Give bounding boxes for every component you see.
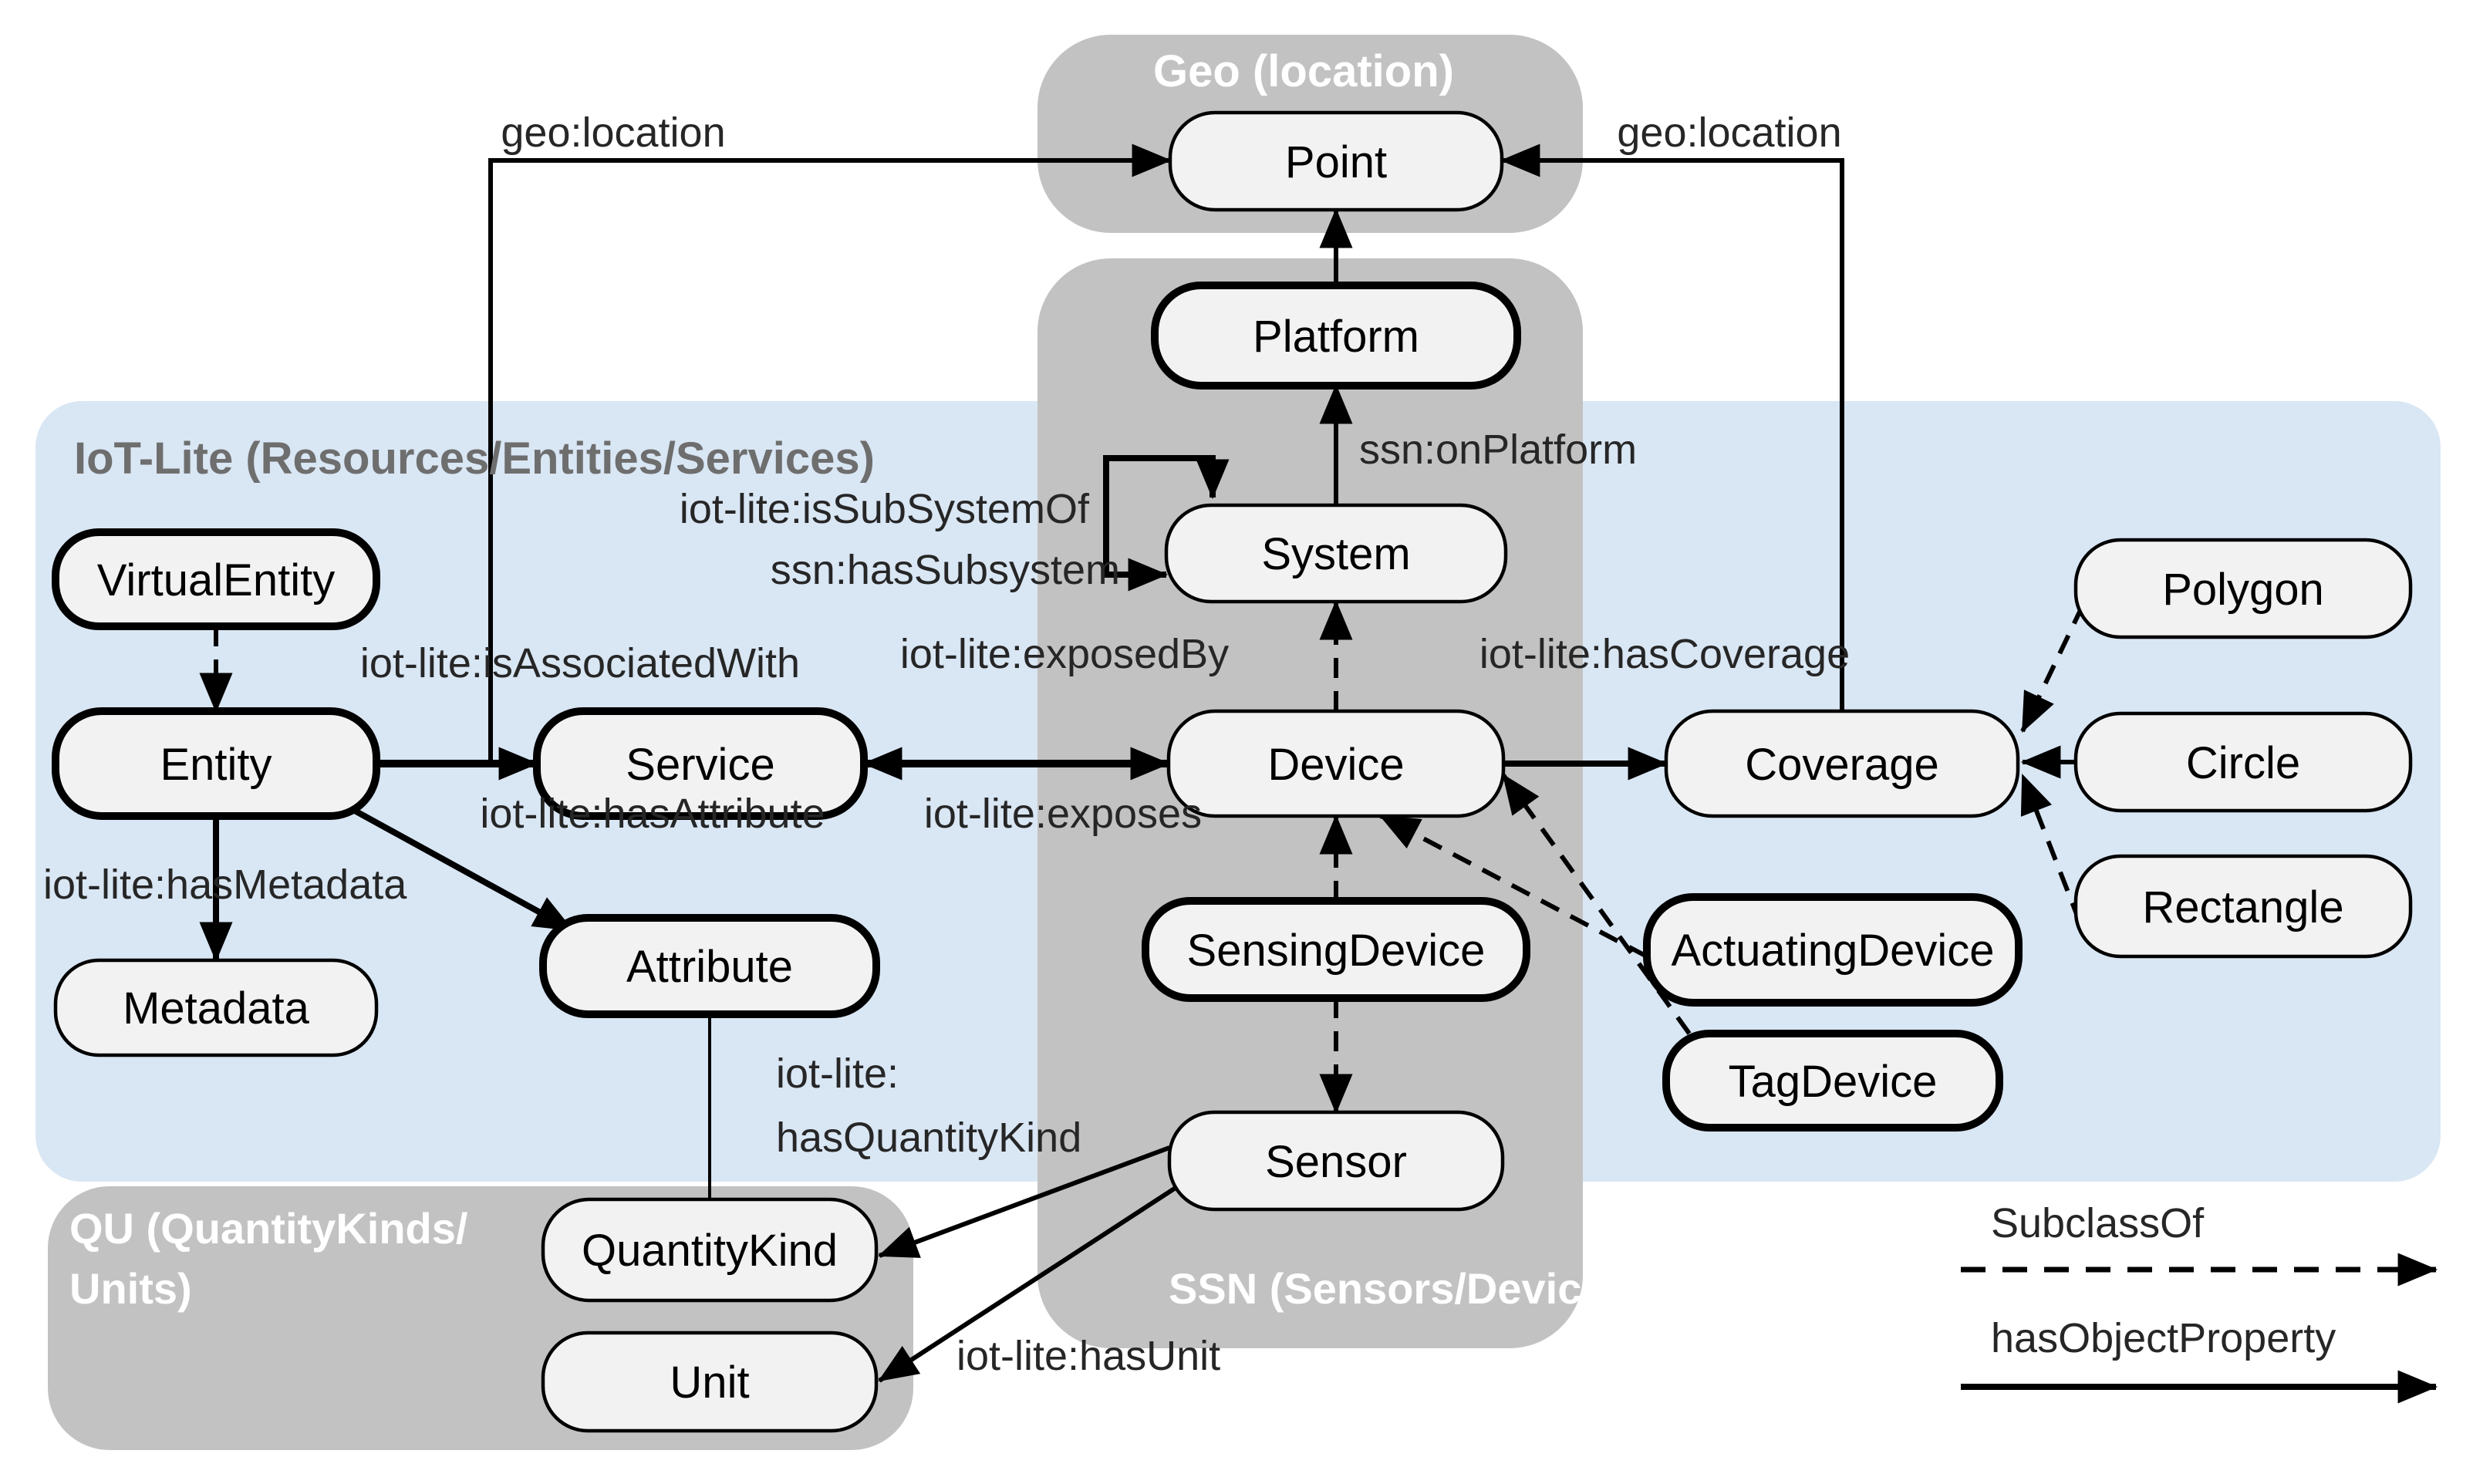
node-attribute-label: Attribute	[626, 942, 793, 992]
legend: SubclassOf hasObjectProperty	[1961, 1200, 2438, 1404]
node-rectangle	[2073, 854, 2413, 959]
label-iot-lite-has-quantity-kind-line1: iot-lite:	[776, 1051, 899, 1097]
node-coverage-label: Coverage	[1745, 740, 1938, 790]
node-attribute	[539, 914, 880, 1018]
edge-polygon-subclassof-coverage	[2020, 604, 2085, 733]
node-labels: Point Platform System Device SensingDevi…	[97, 137, 2344, 1408]
label-geo-location-left: geo:location	[501, 110, 725, 156]
node-service-label: Service	[626, 740, 774, 790]
node-actuating-device-label: ActuatingDevice	[1671, 926, 1994, 976]
node-sensing-device	[1142, 897, 1530, 1002]
container-headers: Geo (location) IoT-Lite (Resources/Entit…	[69, 46, 1644, 1313]
container-ssn-header: SSN (Sensors/Devices)	[1169, 1264, 1644, 1313]
node-unit-label: Unit	[670, 1358, 749, 1408]
node-point-label: Point	[1285, 137, 1387, 187]
edge-entity-attribute	[352, 807, 574, 933]
legend-has-object-property-label: hasObjectProperty	[1991, 1315, 2336, 1361]
label-iot-lite-has-attribute: iot-lite:hasAttribute	[480, 791, 825, 837]
node-device-label: Device	[1267, 740, 1404, 790]
node-virtual-entity	[52, 528, 380, 630]
label-iot-lite-has-coverage: iot-lite:hasCoverage	[1479, 631, 1850, 677]
nodes	[52, 110, 2413, 1433]
label-iot-lite-has-metadata: iot-lite:hasMetadata	[43, 862, 407, 908]
edge-system-selfloop-subsystem	[1103, 455, 1230, 592]
node-entity	[52, 707, 380, 820]
node-tag-device-label: TagDevice	[1729, 1057, 1938, 1107]
edge-entity-geolocation-point	[488, 143, 1172, 764]
edge-actuatingdevice-subclassof-device	[1379, 814, 1648, 959]
container-qu-header-line2: Units)	[69, 1264, 192, 1313]
node-metadata	[53, 958, 379, 1057]
node-sensing-device-label: SensingDevice	[1187, 926, 1486, 976]
node-entity-label: Entity	[160, 740, 272, 790]
node-platform-label: Platform	[1253, 312, 1419, 362]
label-iot-lite-is-associated-with: iot-lite:isAssociatedWith	[360, 640, 800, 686]
node-circle-label: Circle	[2186, 738, 2300, 788]
label-geo-location-right: geo:location	[1617, 110, 1841, 156]
node-coverage	[1664, 709, 2020, 818]
legend-subclass-of-label: SubclassOf	[1991, 1200, 2205, 1246]
node-unit	[541, 1331, 879, 1433]
label-ssn-on-platform: ssn:onPlatform	[1359, 427, 1637, 473]
node-system-label: System	[1261, 529, 1410, 579]
label-iot-lite-exposes: iot-lite:exposes	[924, 791, 1202, 837]
node-metadata-label: Metadata	[123, 983, 310, 1034]
node-sensor-label: Sensor	[1265, 1137, 1407, 1187]
container-iot-lite-header: IoT-Lite (Resources/Entities/Services)	[74, 433, 875, 484]
node-platform	[1151, 282, 1521, 390]
node-virtual-entity-label: VirtualEntity	[97, 555, 335, 605]
node-polygon-label: Polygon	[2162, 565, 2324, 615]
label-iot-lite-has-unit: iot-lite:hasUnit	[956, 1333, 1220, 1379]
node-point	[1168, 110, 1504, 212]
node-circle	[2073, 711, 2413, 813]
node-system	[1164, 503, 1508, 604]
node-quantity-kind-label: QuantityKind	[582, 1226, 838, 1276]
label-iot-lite-has-quantity-kind-line2: hasQuantityKind	[776, 1115, 1081, 1161]
label-ssn-has-subsystem: ssn:hasSubsystem	[771, 547, 1120, 593]
node-service	[533, 707, 868, 820]
node-actuating-device	[1643, 893, 2023, 1007]
label-iot-lite-is-subsystem-of: iot-lite:isSubSystemOf	[680, 486, 1090, 532]
node-rectangle-label: Rectangle	[2142, 882, 2343, 933]
container-qu-header-line1: QU (QuantityKinds/	[69, 1204, 468, 1253]
node-sensor	[1167, 1110, 1505, 1212]
edge-sensor-quantitykind	[877, 1145, 1171, 1258]
node-tag-device	[1662, 1030, 2003, 1132]
node-quantity-kind	[541, 1197, 879, 1303]
edge-coverage-geolocation-point	[1500, 143, 1844, 711]
node-device	[1166, 709, 1506, 818]
label-iot-lite-exposed-by: iot-lite:exposedBy	[900, 631, 1229, 677]
container-geo-header: Geo (location)	[1153, 46, 1454, 96]
edge-labels: geo:location geo:location ssn:onPlatform…	[43, 110, 1850, 1379]
node-polygon	[2073, 538, 2413, 639]
edge-sensor-unit	[878, 1186, 1177, 1383]
edge-rectangle-subclassof-coverage	[2020, 773, 2082, 923]
